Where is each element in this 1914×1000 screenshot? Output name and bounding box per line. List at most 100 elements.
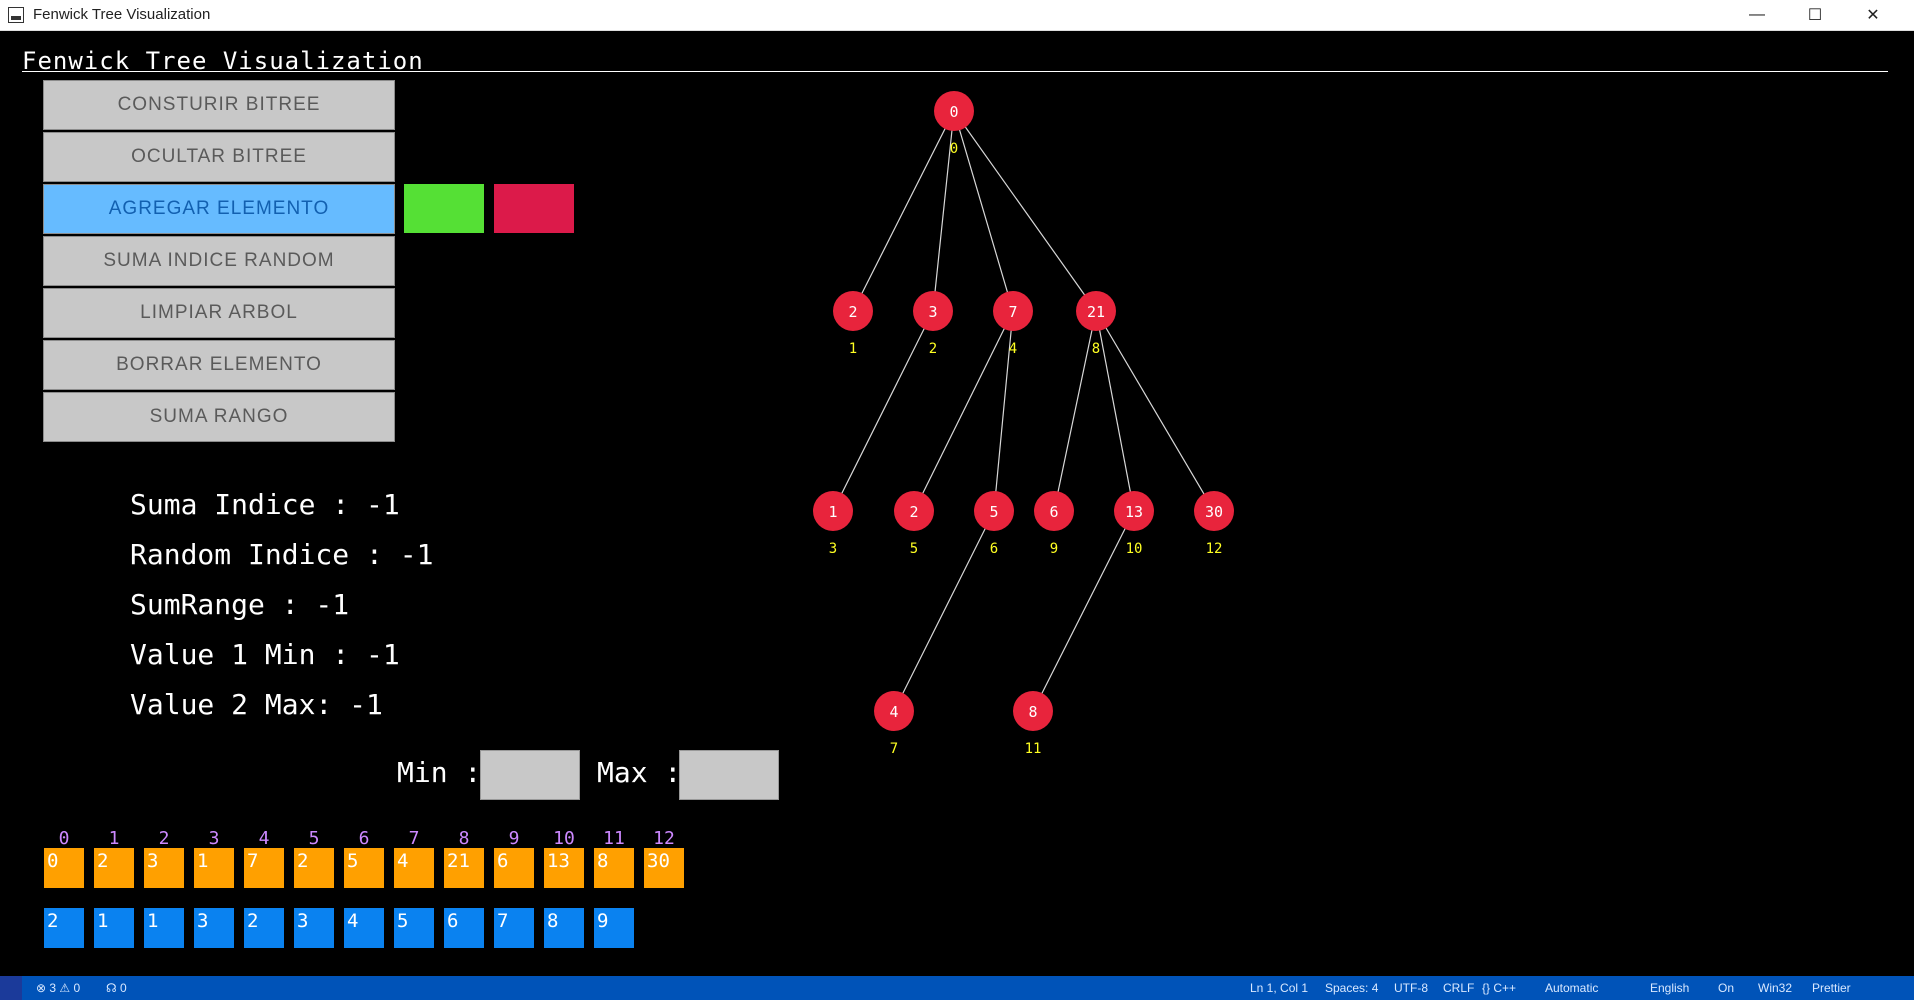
suma-indice-random-button[interactable]: SUMA INDICE RANDOM — [43, 236, 395, 286]
bit-index-label: 11 — [603, 828, 625, 849]
bit-cell: 30 — [644, 848, 684, 888]
tree-node-circle — [993, 291, 1033, 331]
heading-divider — [22, 71, 1888, 72]
borrar-elemento-button[interactable]: BORRAR ELEMENTO — [43, 340, 395, 390]
tree-node-index: 0 — [950, 141, 958, 157]
bit-index-label: 12 — [653, 828, 675, 849]
tree-node: 811 — [1013, 691, 1053, 757]
cursor-position[interactable]: Ln 1, Col 1 — [1250, 981, 1309, 995]
tree-edge — [953, 110, 1097, 312]
bit-cell: 5 — [344, 848, 384, 888]
tree-node-value: 0 — [949, 103, 958, 121]
max-input[interactable] — [679, 750, 779, 800]
agregar-elemento-button[interactable]: AGREGAR ELEMENTO — [43, 184, 395, 234]
tree-node: 21 — [833, 291, 873, 357]
app-heading: Fenwick Tree Visualization — [22, 47, 424, 75]
green-swatch-button[interactable] — [404, 184, 484, 233]
tree-node: 74 — [993, 291, 1033, 357]
array-cell: 3 — [294, 908, 334, 948]
minimize-icon[interactable]: — — [1749, 6, 1765, 23]
tree-edge — [1095, 310, 1215, 512]
ports-count[interactable]: ☊ 0 — [106, 981, 127, 995]
tree-node-circle — [1194, 491, 1234, 531]
min-label: Min : — [397, 756, 482, 789]
sum-range-stat: SumRange : -1 — [130, 588, 350, 621]
tree-node-circle — [813, 491, 853, 531]
suma-rango-button[interactable]: SUMA RANGO — [43, 392, 395, 442]
feature-toggle[interactable]: On — [1718, 981, 1735, 995]
remote-icon[interactable] — [0, 976, 22, 1000]
tree-node: 00 — [934, 91, 974, 157]
tree-node-circle — [974, 491, 1014, 531]
tree-edge — [993, 310, 1014, 512]
tree-node-circle — [1076, 291, 1116, 331]
tree-node-index: 8 — [1092, 341, 1100, 357]
window-titlebar: Fenwick Tree Visualization — ☐ ✕ — [0, 0, 1914, 31]
bit-cell: 0 — [44, 848, 84, 888]
tree-node-value: 4 — [889, 703, 898, 721]
bit-index-label: 5 — [308, 828, 320, 849]
tree-node-circle — [833, 291, 873, 331]
tree-node-circle — [1034, 491, 1074, 531]
prettier-status[interactable]: Prettier — [1812, 981, 1851, 995]
tree-node-value: 13 — [1125, 503, 1143, 521]
tree-node-index: 4 — [1009, 341, 1017, 357]
bit-index-label: 8 — [458, 828, 470, 849]
suma-indice-stat: Suma Indice : -1 — [130, 488, 400, 521]
construir-bitree-button[interactable]: CONSTURIR BITREE — [43, 80, 395, 130]
bit-cell: 6 — [494, 848, 534, 888]
value-max-stat: Value 2 Max: -1 — [130, 688, 383, 721]
tree-node-circle — [1013, 691, 1053, 731]
tree-node-circle — [1114, 491, 1154, 531]
ocultar-bitree-button[interactable]: OCULTAR BITREE — [43, 132, 395, 182]
tree-node-value: 6 — [1049, 503, 1058, 521]
bit-cell: 3 — [144, 848, 184, 888]
status-bar: ⊗ 3 ⚠ 0 ☊ 0 Ln 1, Col 1 Spaces: 4 UTF-8 … — [0, 976, 1914, 1000]
tree-node: 69 — [1034, 491, 1074, 557]
array-cell: 5 — [394, 908, 434, 948]
tree-edge — [953, 110, 1014, 312]
red-swatch-button[interactable] — [494, 184, 574, 233]
language-mode[interactable]: {} C++ — [1482, 981, 1517, 995]
maximize-icon[interactable]: ☐ — [1807, 7, 1823, 24]
tree-node-circle — [934, 91, 974, 131]
tree-edge — [913, 310, 1014, 512]
bit-cell: 13 — [544, 848, 584, 888]
close-icon[interactable]: ✕ — [1866, 7, 1880, 24]
tree-edge — [1053, 310, 1097, 512]
tree-node-value: 21 — [1087, 303, 1105, 321]
limpiar-arbol-button[interactable]: LIMPIAR ARBOL — [43, 288, 395, 338]
tree-edge — [832, 310, 934, 512]
locale-indicator[interactable]: English — [1650, 981, 1690, 995]
array-cell: 9 — [594, 908, 634, 948]
tree-node: 56 — [974, 491, 1014, 557]
tree-node: 13 — [813, 491, 853, 557]
file-encoding[interactable]: UTF-8 — [1394, 981, 1428, 995]
tree-node-index: 6 — [990, 541, 998, 557]
tree-node-value: 1 — [828, 503, 837, 521]
tree-node: 47 — [874, 691, 914, 757]
tree-node-index: 9 — [1050, 541, 1058, 557]
max-label: Max : — [597, 756, 682, 789]
tree-node-value: 3 — [928, 303, 937, 321]
bit-cell: 4 — [394, 848, 434, 888]
tree-node-circle — [894, 491, 934, 531]
platform-indicator[interactable]: Win32 — [1758, 981, 1793, 995]
line-ending[interactable]: CRLF — [1443, 981, 1475, 995]
array-cell: 6 — [444, 908, 484, 948]
bit-index-label: 0 — [58, 828, 70, 849]
problems-count[interactable]: ⊗ 3 ⚠ 0 — [36, 981, 81, 995]
indent-setting[interactable]: Spaces: 4 — [1325, 981, 1379, 995]
tree-edge — [1095, 310, 1135, 512]
tree-node: 25 — [894, 491, 934, 557]
bit-index-label: 6 — [358, 828, 370, 849]
mode-indicator[interactable]: Automatic — [1545, 981, 1599, 995]
array-cell: 8 — [544, 908, 584, 948]
min-input[interactable] — [480, 750, 580, 800]
tree-node-value: 2 — [909, 503, 918, 521]
bit-cell: 2 — [94, 848, 134, 888]
array-cell: 3 — [194, 908, 234, 948]
tree-node-value: 8 — [1028, 703, 1037, 721]
